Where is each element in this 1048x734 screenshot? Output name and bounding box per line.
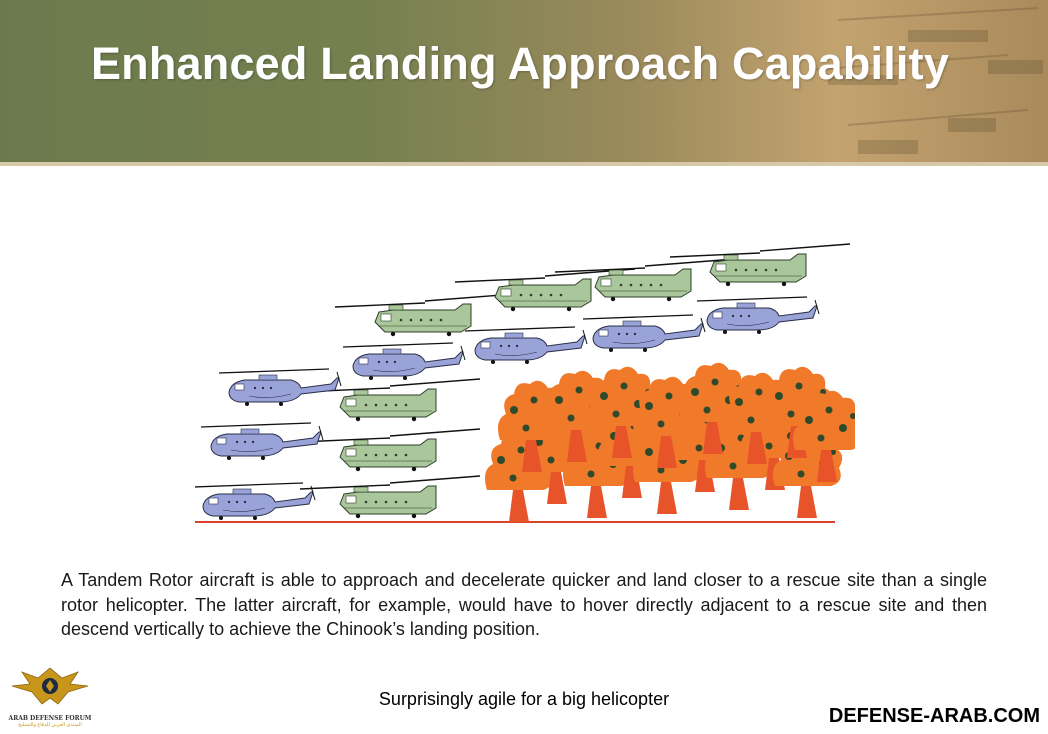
forum-logo: ARAB DEFENSE FORUM المنتدى العربي للدفاع… <box>8 660 92 734</box>
logo-text-arabic: المنتدى العربي للدفاع والتسليح <box>18 722 82 728</box>
description-paragraph: A Tandem Rotor aircraft is able to appro… <box>61 570 987 639</box>
helicopter-photo-backdrop <box>807 7 1043 154</box>
eagle-emblem-icon <box>11 667 89 705</box>
logo-text-english: ARAB DEFENSE FORUM <box>8 715 92 722</box>
caption: Surprisingly agile for a big helicopter <box>378 689 670 709</box>
slide-header: Enhanced Landing Approach Capability <box>0 0 1048 166</box>
page-title: Enhanced Landing Approach Capability <box>90 38 950 89</box>
site-watermark: DEFENSE-ARAB.COM <box>828 705 1040 727</box>
landing-approach-illustration <box>195 243 855 523</box>
header-divider <box>0 162 1048 166</box>
tree-line <box>485 362 855 522</box>
